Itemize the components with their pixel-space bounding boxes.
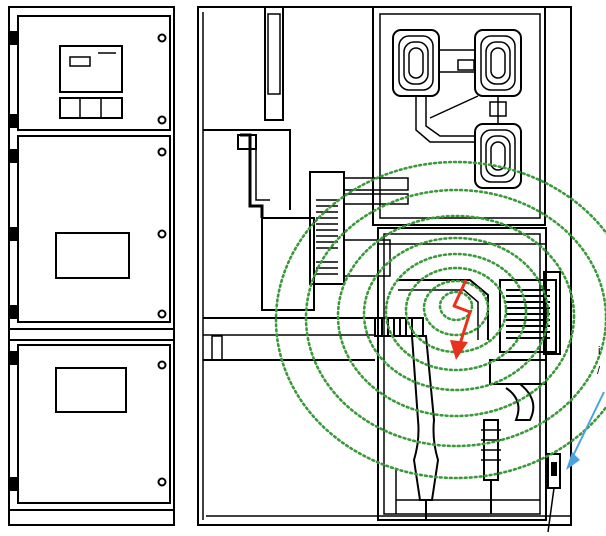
door-knob <box>157 360 167 370</box>
lv-compartment-floor <box>203 129 291 210</box>
door-knob <box>157 477 167 487</box>
mechanism-springs <box>506 289 550 339</box>
right-cabinet-section-view <box>197 6 572 526</box>
field-ring <box>304 188 606 448</box>
hinge <box>9 31 18 45</box>
indicator-strip <box>59 97 123 119</box>
middle-door <box>17 135 171 323</box>
shutter-assembly <box>489 359 547 385</box>
upper-contact-arm <box>343 193 409 205</box>
door-knob <box>157 229 167 239</box>
busbar-conductor <box>425 96 475 137</box>
hinge <box>9 477 18 491</box>
field-ring <box>362 236 550 392</box>
busbar-compartment-inner <box>379 13 541 219</box>
hinge <box>9 227 18 241</box>
bushing-tube <box>240 133 264 218</box>
door-knob <box>157 115 167 125</box>
rail-support <box>211 335 223 361</box>
left-cabinet-front-view <box>8 6 175 526</box>
field-ring <box>274 160 606 480</box>
middle-door-window <box>55 232 130 279</box>
busbar-coil-3 <box>474 123 522 189</box>
pointer-arrow <box>566 391 605 470</box>
bushing-cap <box>237 134 257 150</box>
door-knob <box>157 147 167 157</box>
busbar-conductor <box>415 96 475 143</box>
upper-contact-arm <box>343 177 409 191</box>
lower-contact-arm <box>343 239 391 277</box>
busbar-compartment <box>372 6 546 226</box>
earthing-switch-ribs <box>381 318 413 336</box>
busbar-clamp <box>457 59 475 71</box>
door-knob <box>157 33 167 43</box>
field-ring <box>438 290 474 322</box>
busbar-conductor <box>429 95 479 119</box>
hinge <box>9 351 18 365</box>
hinge <box>9 149 18 163</box>
lightning-bolt-icon <box>450 279 472 360</box>
field-ring <box>336 214 576 418</box>
lv-compartment <box>264 7 284 121</box>
spout-contact <box>398 279 489 340</box>
electromagnetic-field-rings <box>274 160 606 480</box>
busbar-coil-1 <box>392 29 440 97</box>
field-ring <box>422 279 490 337</box>
operating-mechanism <box>499 279 557 353</box>
field-ring <box>384 252 528 372</box>
lv-device <box>267 13 281 95</box>
busbar-clamp <box>489 101 507 117</box>
vacuum-interrupter <box>309 171 345 285</box>
cable-compartment-inner <box>383 233 541 515</box>
hinge <box>9 114 18 128</box>
breaker-housing <box>261 217 315 311</box>
edge-mark: i <box>598 345 600 357</box>
door-knob <box>157 309 167 319</box>
mechanism-bracket <box>543 271 561 355</box>
edge-mark: / <box>597 365 601 377</box>
shutter-lever <box>505 383 535 421</box>
hinge <box>9 305 18 319</box>
busbar-coil-2 <box>474 29 522 97</box>
display-window <box>69 56 91 67</box>
cable-compartment <box>377 227 547 521</box>
sensor-icon <box>547 453 561 533</box>
bottom-door-window <box>55 367 127 413</box>
